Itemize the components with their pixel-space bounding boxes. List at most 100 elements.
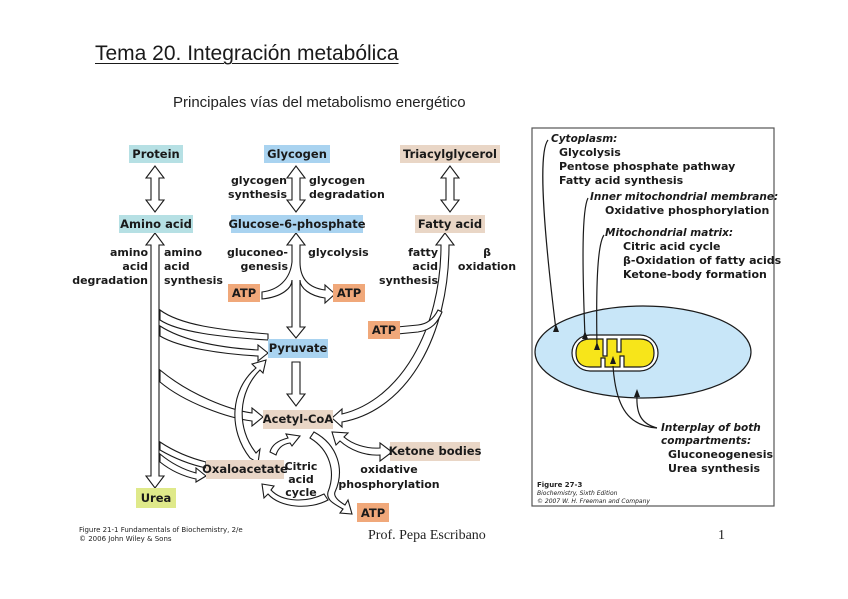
arrowhead-icon	[582, 331, 588, 339]
acetylcoa-ketone-arrow	[331, 431, 393, 463]
oxaloacetate-pyruvate-arrow	[234, 359, 267, 464]
node-fatty-acid: Fatty acid	[415, 215, 485, 233]
arrowhead-icon	[594, 342, 600, 350]
leader-inner-membrane	[582, 197, 589, 338]
page-number: 1	[718, 528, 725, 543]
svg-text:Glucose-6-phosphate: Glucose-6-phosphate	[228, 217, 365, 231]
node-glucose-6-phosphate: Glucose-6-phosphate	[228, 215, 366, 233]
svg-text:Protein: Protein	[132, 147, 179, 161]
svg-text:acid: acid	[412, 260, 438, 273]
svg-text:© 2007 W. H. Freeman and Compa: © 2007 W. H. Freeman and Company	[537, 498, 650, 505]
svg-text:glycogen: glycogen	[231, 174, 287, 187]
svg-text:Fatty acid: Fatty acid	[418, 217, 482, 231]
svg-text:cycle: cycle	[285, 486, 316, 499]
interplay-heading: Interplay of both	[661, 422, 761, 434]
left-figure-caption: Figure 21-1 Fundamentals of Biochemistry…	[79, 526, 243, 543]
tag-fattyacid-arrow	[439, 165, 461, 213]
svg-text:acid: acid	[288, 473, 314, 486]
svg-text:synthesis: synthesis	[379, 274, 438, 287]
node-protein: Protein	[129, 145, 183, 163]
node-triacylglycerol: Triacylglycerol	[400, 145, 500, 163]
citric-cycle-arc-left	[269, 433, 302, 456]
pyruvate-acetylcoa-arrow	[285, 361, 307, 407]
aminoacid-pyruvate-arrow-2	[159, 324, 269, 363]
arrowhead-icon	[634, 389, 640, 397]
svg-text:Triacylglycerol: Triacylglycerol	[403, 147, 497, 161]
arrowhead-icon	[553, 324, 559, 332]
label-glycolysis: glycolysis	[308, 246, 369, 259]
svg-text:acid: acid	[164, 260, 190, 273]
protein-aminoacid-arrow	[144, 165, 166, 213]
svg-text:oxidative: oxidative	[360, 463, 417, 476]
svg-text:Urea: Urea	[141, 491, 172, 505]
atp-fattyacid-arrow	[396, 309, 443, 335]
label-aa-synthesis: amino acid synthesis	[164, 246, 223, 287]
svg-text:Acetyl-CoA: Acetyl-CoA	[263, 412, 334, 426]
leader-interplay-1	[612, 365, 658, 429]
label-citric-acid-cycle: Citric acid cycle	[285, 460, 318, 499]
svg-text:amino: amino	[164, 246, 202, 259]
node-atp-right: ATP	[333, 284, 365, 302]
label-glycogen-degradation: glycogen degradation	[309, 174, 385, 201]
glycogen-g6p-arrow	[285, 165, 307, 213]
citric-cycle-arc-bottom	[261, 483, 329, 507]
svg-text:amino: amino	[110, 246, 148, 259]
inner-membrane-heading: Inner mitochondrial membrane:	[590, 191, 778, 203]
svg-text:β: β	[483, 246, 491, 259]
label-glycogen-synthesis: glycogen synthesis	[228, 174, 287, 201]
svg-text:gluconeo-: gluconeo-	[227, 246, 288, 259]
node-atp-bottom: ATP	[357, 503, 389, 522]
svg-text:Ketone bodies: Ketone bodies	[389, 444, 482, 458]
page-title: Tema 20. Integración metabólica	[95, 42, 399, 65]
pathway-arrows	[144, 165, 461, 515]
node-amino-acid: Amino acid	[119, 215, 193, 233]
arrowhead-icon	[610, 356, 616, 364]
cell-compartments-figure: Cytoplasm: Glycolysis Pentose phosphate …	[531, 127, 782, 507]
node-acetyl-coa: Acetyl-CoA	[263, 410, 334, 429]
svg-text:Ketone-body formation: Ketone-body formation	[623, 268, 767, 281]
svg-text:β-Oxidation of fatty acids: β-Oxidation of fatty acids	[623, 254, 782, 267]
matrix-heading: Mitochondrial matrix:	[605, 227, 733, 239]
svg-text:Fatty acid synthesis: Fatty acid synthesis	[559, 174, 684, 187]
svg-text:oxidation: oxidation	[458, 260, 516, 273]
cytoplasm-heading: Cytoplasm:	[551, 133, 617, 145]
node-pyruvate: Pyruvate	[268, 339, 328, 358]
svg-text:acid: acid	[122, 260, 148, 273]
svg-text:© 2006 John Wiley & Sons: © 2006 John Wiley & Sons	[79, 535, 172, 543]
citric-cycle-arc-right	[309, 431, 353, 515]
svg-text:ATP: ATP	[337, 286, 361, 300]
svg-text:Amino acid: Amino acid	[120, 217, 192, 231]
svg-text:Pyruvate: Pyruvate	[269, 341, 328, 355]
svg-text:Urea synthesis: Urea synthesis	[668, 462, 760, 475]
svg-text:Oxidative phosphorylation: Oxidative phosphorylation	[605, 204, 769, 217]
aminoacid-oxaloacetate-arrow-2	[159, 452, 207, 483]
svg-text:Citric acid cycle: Citric acid cycle	[623, 240, 721, 253]
node-oxaloacetate: Oxaloacetate	[202, 460, 288, 479]
svg-text:degradation: degradation	[309, 188, 385, 201]
node-atp-fatty: ATP	[368, 321, 400, 339]
svg-text:Pentose phosphate pathway: Pentose phosphate pathway	[559, 160, 735, 173]
label-oxidative-phosphorylation: oxidative phosphorylation	[338, 463, 439, 491]
leader-matrix	[596, 234, 605, 349]
svg-text:Oxaloacetate: Oxaloacetate	[202, 462, 288, 476]
label-beta-oxidation: β oxidation	[458, 246, 516, 273]
node-urea: Urea	[136, 488, 176, 508]
svg-text:Glycolysis: Glycolysis	[559, 146, 621, 159]
right-figure-caption: Figure 27-3 Biochemistry, Sixth Edition …	[537, 481, 650, 505]
svg-text:fatty: fatty	[408, 246, 438, 259]
svg-text:ATP: ATP	[372, 323, 396, 337]
label-aa-degradation: amino acid degradation	[72, 246, 148, 287]
svg-text:synthesis: synthesis	[164, 274, 223, 287]
svg-text:synthesis: synthesis	[228, 188, 287, 201]
leader-interplay-2	[636, 394, 658, 429]
svg-text:degradation: degradation	[72, 274, 148, 287]
svg-text:phosphorylation: phosphorylation	[338, 478, 439, 491]
label-fa-synthesis: fatty acid synthesis	[379, 246, 438, 287]
svg-text:compartments:: compartments:	[661, 435, 751, 447]
leader-cytoplasm	[542, 139, 557, 331]
svg-text:genesis: genesis	[241, 260, 289, 273]
author-footer: Prof. Pepa Escribano	[368, 528, 486, 543]
svg-text:Biochemistry, Sixth Edition: Biochemistry, Sixth Edition	[537, 490, 618, 497]
node-glycogen: Glycogen	[264, 145, 330, 163]
